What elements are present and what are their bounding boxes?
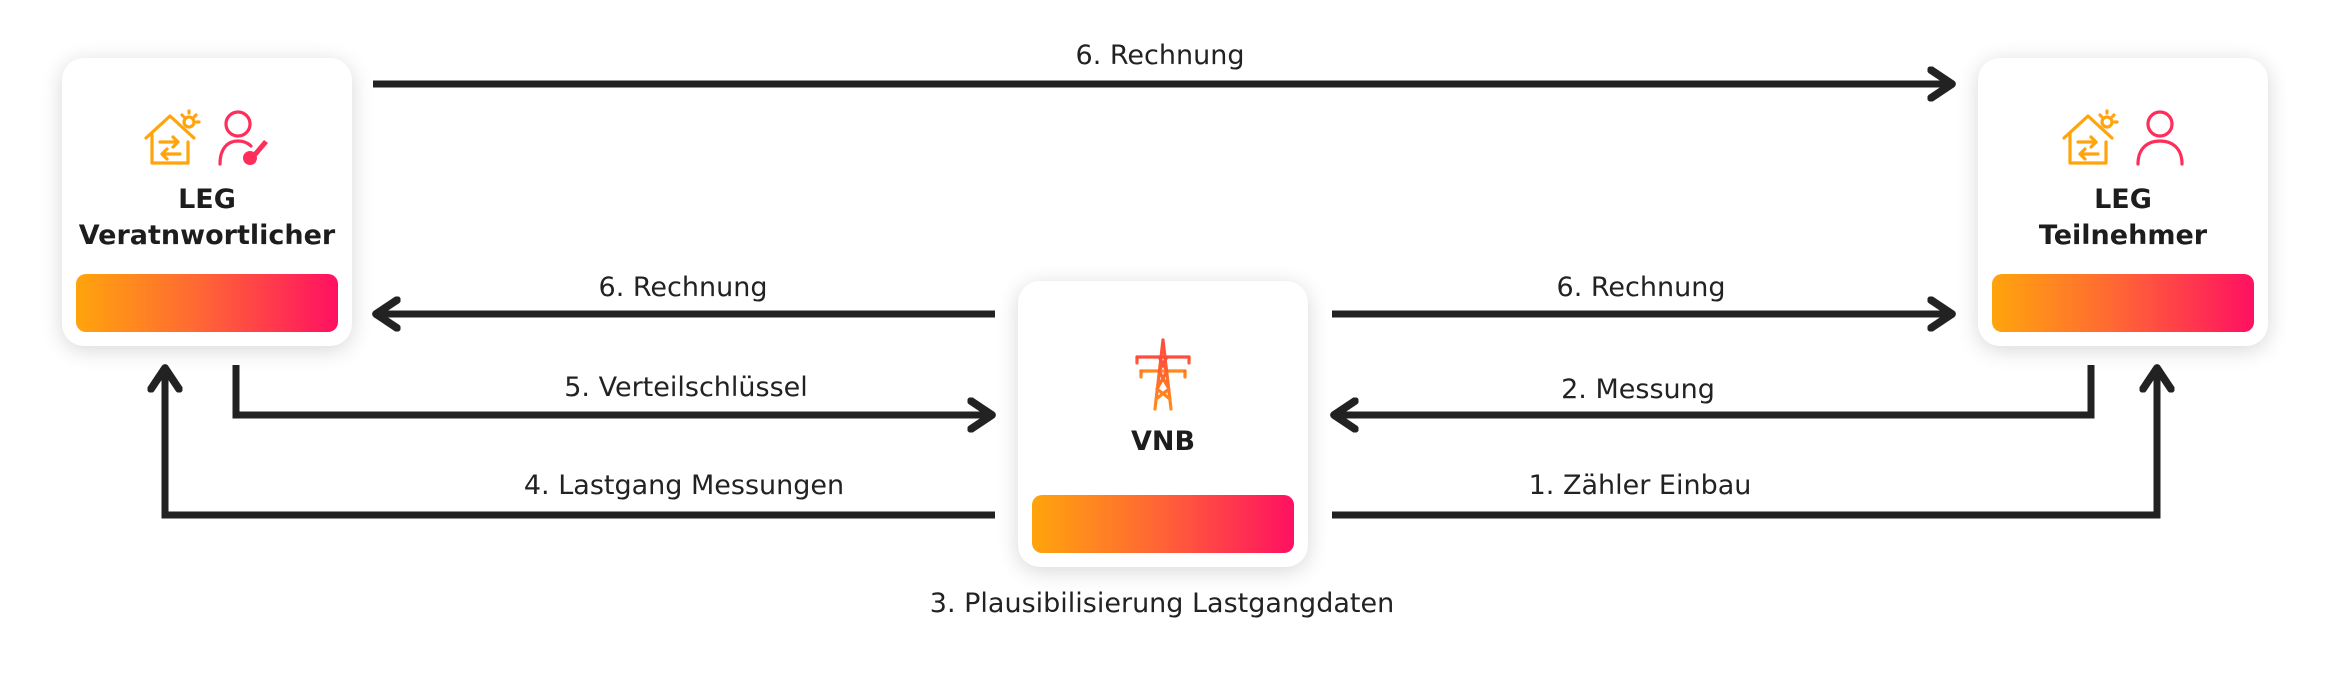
leg-responsible-gradient-bar [76,274,338,332]
arrow-distribution-key [232,365,985,415]
leg-participant-line1: LEG [2094,184,2152,215]
node-vnb: VNB [1018,281,1308,567]
label-load-profile: 4. Lastgang Messungen [523,470,845,501]
vnb-icons [1018,337,1308,413]
leg-responsible-line1: LEG [178,184,236,215]
label-measurement: 2. Messung [1561,374,1715,405]
user-key-icon [217,110,268,166]
label-invoice-top: 6. Rechnung [1075,40,1245,71]
leg-responsible-icons [62,108,352,168]
arrow-meter-install [1332,375,2157,519]
user-icon [2135,110,2184,166]
leg-participant-icons [1978,108,2268,168]
label-invoice-right: 6. Rechnung [1556,272,1726,303]
vnb-label: VNB [1130,426,1196,457]
arrow-measurement [1341,365,2095,415]
arrow-load-profile [165,375,995,519]
node-leg-responsible: LEG Veratnwortlicher [62,58,352,346]
smart-home-icon [144,109,202,165]
power-tower-icon [1135,338,1191,411]
label-distribution-key: 5. Verteilschlüssel [564,372,808,403]
vnb-gradient-bar [1032,495,1294,553]
smart-home-icon [2062,109,2120,165]
caption-plausibility: 3. Plausibilisierung Lastgangdaten [929,588,1395,619]
leg-responsible-line2: Veratnwortlicher [78,220,336,251]
node-leg-participant: LEG Teilnehmer [1978,58,2268,346]
leg-participant-gradient-bar [1992,274,2254,332]
label-meter-install: 1. Zähler Einbau [1528,470,1752,501]
label-invoice-left: 6. Rechnung [598,272,768,303]
leg-participant-line2: Teilnehmer [2038,220,2208,251]
